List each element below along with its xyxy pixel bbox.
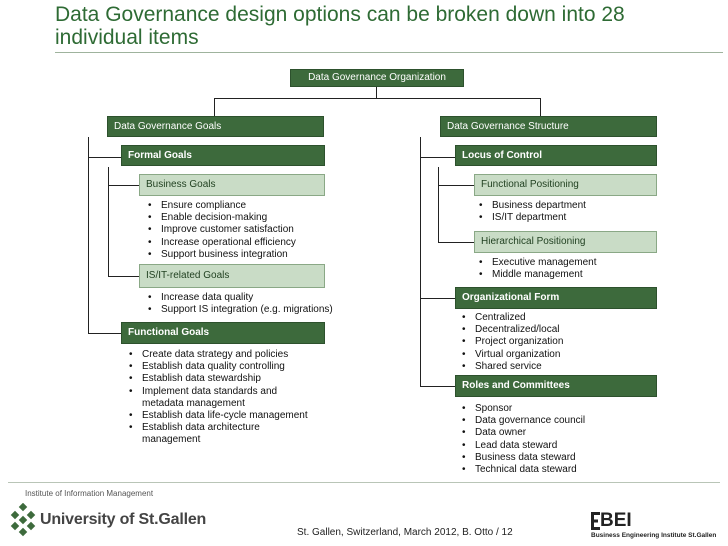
list-item: Technical data steward [459, 464, 649, 476]
list-item: Improve customer satisfaction [145, 224, 335, 236]
list-item: Data owner [459, 427, 649, 439]
list-item: Decentralized/local [459, 324, 649, 336]
roles-committees-list: Sponsor Data governance council Data own… [459, 403, 649, 476]
slide-title: Data Governance design options can be br… [55, 3, 625, 49]
business-goals-list: Ensure compliance Enable decision-making… [145, 200, 335, 261]
list-item: Establish data quality controlling [126, 361, 326, 373]
list-item: Increase operational efficiency [145, 237, 335, 249]
bei-name: BEI [600, 510, 632, 531]
it-goals-label: IS/IT-related Goals [146, 270, 230, 281]
structure-header-label: Data Governance Structure [447, 120, 569, 132]
list-item: Create data strategy and policies [126, 349, 326, 361]
locus-of-control-label: Locus of Control [462, 149, 542, 161]
list-item: Business data steward [459, 452, 649, 464]
list-item: Data governance council [459, 415, 649, 427]
functional-positioning-box: Functional Positioning [474, 174, 657, 196]
it-goals-box: IS/IT-related Goals [139, 264, 325, 288]
organizational-form-list: Centralized Decentralized/local Project … [459, 312, 649, 373]
organizational-form-box: Organizational Form [455, 287, 657, 309]
formal-goals-label: Formal Goals [128, 149, 192, 161]
list-item: Shared service [459, 361, 649, 373]
hierarchical-positioning-label: Hierarchical Positioning [481, 236, 586, 247]
roles-committees-label: Roles and Committees [462, 380, 570, 391]
list-item: IS/IT department [476, 212, 656, 224]
root-label: Data Governance Organization [308, 72, 446, 83]
functional-positioning-label: Functional Positioning [481, 179, 579, 190]
university-name: University of St.Gallen [40, 511, 207, 528]
locus-of-control-box: Locus of Control [455, 145, 657, 166]
hierarchical-positioning-box: Hierarchical Positioning [474, 231, 657, 253]
list-item: Implement data standards and metadata ma… [126, 386, 302, 410]
institute-name: Institute of Information Management [25, 489, 154, 498]
list-item: Centralized [459, 312, 649, 324]
title-divider [55, 52, 723, 53]
bei-logo-icon [591, 512, 600, 530]
organizational-form-label: Organizational Form [462, 292, 560, 303]
list-item: Enable decision-making [145, 212, 335, 224]
list-item: Lead data steward [459, 440, 649, 452]
functional-positioning-list: Business department IS/IT department [476, 200, 656, 225]
list-item: Business department [476, 200, 656, 212]
business-goals-label: Business Goals [146, 179, 216, 190]
list-item: Middle management [476, 269, 656, 281]
goals-header-box: Data Governance Goals [107, 116, 324, 137]
footer-divider [8, 482, 720, 483]
university-logo-icon [10, 503, 36, 537]
list-item: Sponsor [459, 403, 649, 415]
list-item: Ensure compliance [145, 200, 335, 212]
list-item: Establish data architecture management [126, 422, 302, 446]
it-goals-list: Increase data quality Support IS integra… [145, 292, 345, 317]
list-item: Support IS integration (e.g. migrations) [145, 304, 345, 316]
root-box: Data Governance Organization [290, 69, 464, 87]
bei-subtitle: Business Engineering Institute St.Gallen [591, 532, 717, 539]
functional-goals-label: Functional Goals [128, 327, 210, 338]
list-item: Establish data life-cycle management [126, 410, 326, 422]
list-item: Increase data quality [145, 292, 345, 304]
list-item: Virtual organization [459, 349, 649, 361]
business-goals-box: Business Goals [139, 174, 325, 196]
formal-goals-box: Formal Goals [121, 145, 325, 166]
footer-citation: St. Gallen, Switzerland, March 2012, B. … [297, 527, 513, 538]
structure-header-box: Data Governance Structure [440, 116, 657, 137]
list-item: Executive management [476, 257, 656, 269]
list-item: Support business integration [145, 249, 335, 261]
hierarchical-positioning-list: Executive management Middle management [476, 257, 656, 282]
roles-committees-box: Roles and Committees [455, 375, 657, 397]
functional-goals-list: Create data strategy and policies Establ… [126, 349, 326, 447]
functional-goals-box: Functional Goals [121, 322, 325, 344]
list-item: Project organization [459, 336, 649, 348]
list-item: Establish data stewardship [126, 373, 326, 385]
goals-header-label: Data Governance Goals [114, 120, 222, 132]
